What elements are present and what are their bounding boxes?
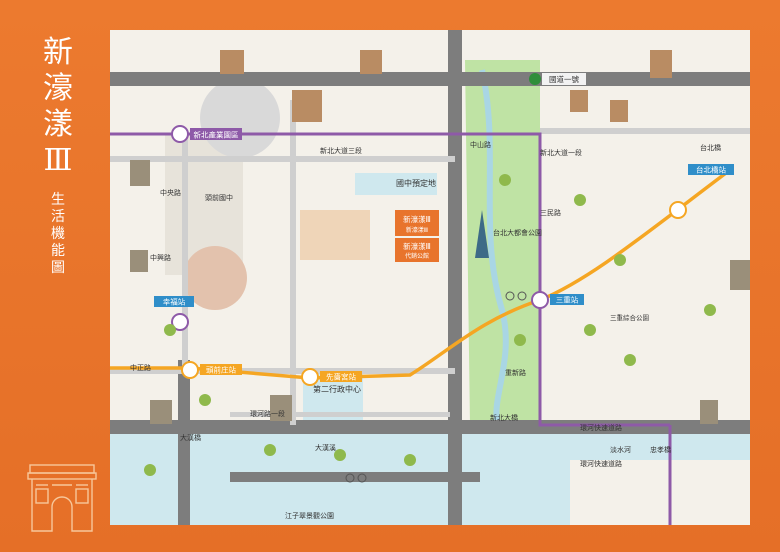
- xinbei-3-road: [110, 156, 455, 162]
- subtitle-char: 生: [51, 192, 65, 208]
- mrt-station-icon[interactable]: 新北產業園區: [171, 125, 242, 143]
- landmark-label: 三重綜合公園: [610, 313, 649, 322]
- map-subtitle: 生 活 機 能 圖: [46, 192, 70, 277]
- zhongzheng-road: [182, 130, 188, 370]
- landmark-label: 江子翠景觀公園: [285, 511, 334, 520]
- vertical-road: [290, 100, 296, 425]
- road-label: 國道一號: [549, 74, 579, 84]
- project2-marker[interactable]: 新濠漾Ⅲ 代銷公館: [395, 238, 439, 262]
- road-label: 新北大道一段: [540, 148, 582, 157]
- station-label: 頭前庄站: [206, 365, 236, 375]
- road-label: 三民路: [540, 208, 561, 217]
- road-label: 大漢溪: [315, 443, 336, 452]
- subtitle-char: 機: [51, 226, 65, 242]
- national-road-icon: 國道一號: [529, 73, 586, 85]
- project-label: 新濠漾Ⅲ: [403, 214, 431, 224]
- dahan-bridge-road: [178, 360, 190, 525]
- ring-expressway-south: [230, 472, 480, 482]
- station-label: 新北產業園區: [194, 130, 239, 140]
- station-label: 先嗇宮站: [326, 372, 356, 382]
- station-label: 幸福站: [163, 297, 186, 307]
- road-label: 大漢橋: [180, 433, 201, 442]
- xinbei-1-road: [540, 128, 750, 134]
- road-label: 中央路: [160, 188, 181, 197]
- road-label: 環河快速道路: [580, 459, 622, 468]
- mrt-station-icon[interactable]: 先嗇宮站: [301, 368, 362, 386]
- road-label: 重新路: [505, 368, 526, 377]
- road-label: 中山路: [470, 140, 491, 149]
- title-char: Ⅲ: [43, 143, 73, 178]
- roundabout: [200, 78, 280, 158]
- cyclist-icon: [345, 291, 527, 483]
- mrt-purple-line: [110, 132, 670, 427]
- project2-label: 新濠漾Ⅲ: [403, 241, 431, 251]
- road-label: 台北橋: [700, 143, 721, 152]
- landmark-label: 第二行政中心: [313, 384, 361, 394]
- park-area: [465, 60, 540, 425]
- road-label: 環河快速道路: [580, 423, 622, 432]
- road-label: 忠孝橋: [650, 445, 671, 454]
- project-marker[interactable]: 新濠漾Ⅲ 新濠漾Ⅲ: [395, 210, 439, 236]
- chongxin-road: [110, 368, 455, 374]
- huanhe-road: [230, 412, 450, 417]
- road-label: 新北大橋: [490, 413, 518, 422]
- title-char: 濠: [43, 71, 73, 106]
- road-label: 淡水河: [610, 445, 631, 454]
- chongxin-bridge-road: [448, 30, 462, 525]
- road-label: 中興路: [150, 253, 171, 262]
- project2-sub-label: 代銷公館: [405, 252, 429, 260]
- road-label: 中正路: [130, 363, 151, 372]
- mrt-station-icon[interactable]: 頭前庄站: [181, 361, 242, 379]
- eiffel-tower-icon: [475, 210, 489, 258]
- subtitle-char: 活: [51, 209, 65, 225]
- title-char: 新: [43, 35, 73, 70]
- mrt-station-icon[interactable]: 台北橋站: [669, 164, 734, 219]
- church-icon: [130, 160, 750, 424]
- mrt-station-icon[interactable]: 幸福站: [154, 296, 194, 331]
- landmark-label: 頭前國中: [205, 193, 233, 202]
- station-label: 三重站: [556, 295, 579, 305]
- landmark-label: 台北大都會公園: [493, 228, 542, 237]
- map-svg: 新北產業園區 幸福站 頭前庄站 先嗇宮站 三重站 台北橋站 國道一號 新濠漾Ⅲ …: [110, 30, 750, 525]
- station-label: 台北橋站: [696, 165, 726, 175]
- tree-icon: [144, 174, 716, 476]
- project-title: 新 濠 漾 Ⅲ: [38, 35, 78, 179]
- landmark-label: 國中預定地: [396, 178, 436, 188]
- district-block: [300, 210, 370, 260]
- ring-expressway-north: [110, 420, 750, 434]
- national-road: [110, 72, 750, 86]
- road-label: 環河路一段: [250, 409, 285, 418]
- map-area[interactable]: 新北產業園區 幸福站 頭前庄站 先嗇宮站 三重站 台北橋站 國道一號 新濠漾Ⅲ …: [110, 30, 750, 525]
- building-icon: [220, 50, 672, 122]
- mrt-station-icon[interactable]: 三重站: [531, 291, 584, 309]
- project-sub-label: 新濠漾Ⅲ: [406, 226, 428, 234]
- subtitle-char: 圖: [51, 260, 65, 276]
- arc-de-triomphe-icon: [27, 464, 97, 532]
- national-land-area: [355, 173, 437, 195]
- plaza: [183, 246, 247, 310]
- road-label: 新北大道三段: [320, 146, 362, 155]
- subtitle-char: 能: [51, 243, 65, 259]
- title-char: 漾: [43, 107, 73, 142]
